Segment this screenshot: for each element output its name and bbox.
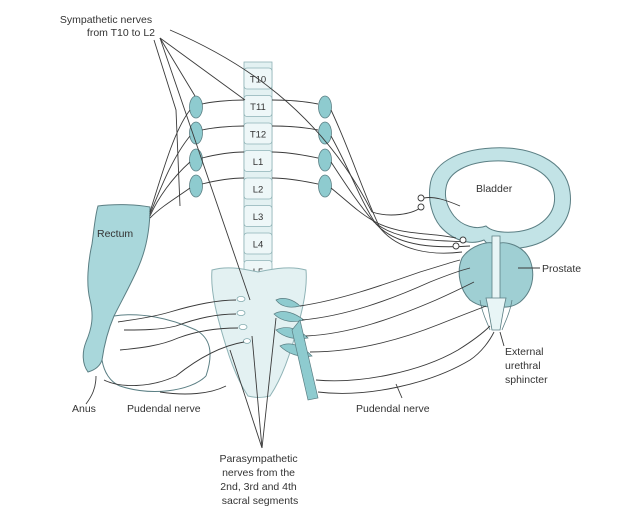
bladder <box>429 147 571 249</box>
pudendal-nerve-left-label: Pudendal nerve <box>127 403 201 415</box>
rectum-label: Rectum <box>97 228 133 240</box>
sympathetic-ganglia-left <box>189 95 203 198</box>
external-sphincter-label: External urethral sphincter <box>505 346 548 386</box>
vertebra-t11 <box>243 95 273 117</box>
vertebra-label-t11: T11 <box>250 102 266 113</box>
vertebra-l3 <box>243 205 273 227</box>
parasympathetic-line-4: sacral segments <box>222 495 298 507</box>
external-sphincter-line-2: urethral <box>505 360 541 372</box>
anus-label: Anus <box>72 403 96 415</box>
sacral-foramina <box>236 295 251 344</box>
nerve-lines <box>85 29 540 449</box>
vertebra-label-l4: L4 <box>253 240 264 251</box>
spinal-column: T10T11T12L1L2L3L4L5 <box>211 61 319 401</box>
parasympathetic-line-2: nerves from the <box>222 467 295 479</box>
sacral-nerve-roots <box>273 298 319 401</box>
pudendal-nerve-right-label: Pudendal nerve <box>356 403 430 415</box>
vertebra-l2 <box>243 177 273 200</box>
prostate <box>458 235 534 331</box>
parasympathetic-line-3: 2nd, 3rd and 4th <box>220 481 297 493</box>
vertebra-label-t10: T10 <box>250 75 266 86</box>
sympathetic-label-line-1: Sympathetic nerves <box>60 14 152 26</box>
bladder-label: Bladder <box>476 183 513 195</box>
vertebra-l1 <box>243 150 273 172</box>
parasympathetic-label: Parasympathetic nerves from the 2nd, 3rd… <box>219 453 300 507</box>
vertebra-l4 <box>243 232 273 255</box>
external-sphincter-line-1: External <box>505 346 544 358</box>
vertebra-label-l2: L2 <box>253 185 264 196</box>
sympathetic-ganglia-right <box>318 95 332 198</box>
vertebra-t12 <box>243 122 273 145</box>
parasympathetic-line-1: Parasympathetic <box>219 453 297 465</box>
sympathetic-label: Sympathetic nerves from T10 to L2 <box>60 14 155 39</box>
sympathetic-label-line-2: from T10 to L2 <box>87 27 155 39</box>
external-sphincter-line-3: sphincter <box>505 374 548 386</box>
prostate-label: Prostate <box>542 263 581 275</box>
vertebra-label-l1: L1 <box>253 157 264 168</box>
vertebra-label-l3: L3 <box>253 212 264 223</box>
vertebra-label-t12: T12 <box>250 130 266 141</box>
rectum <box>82 204 211 392</box>
